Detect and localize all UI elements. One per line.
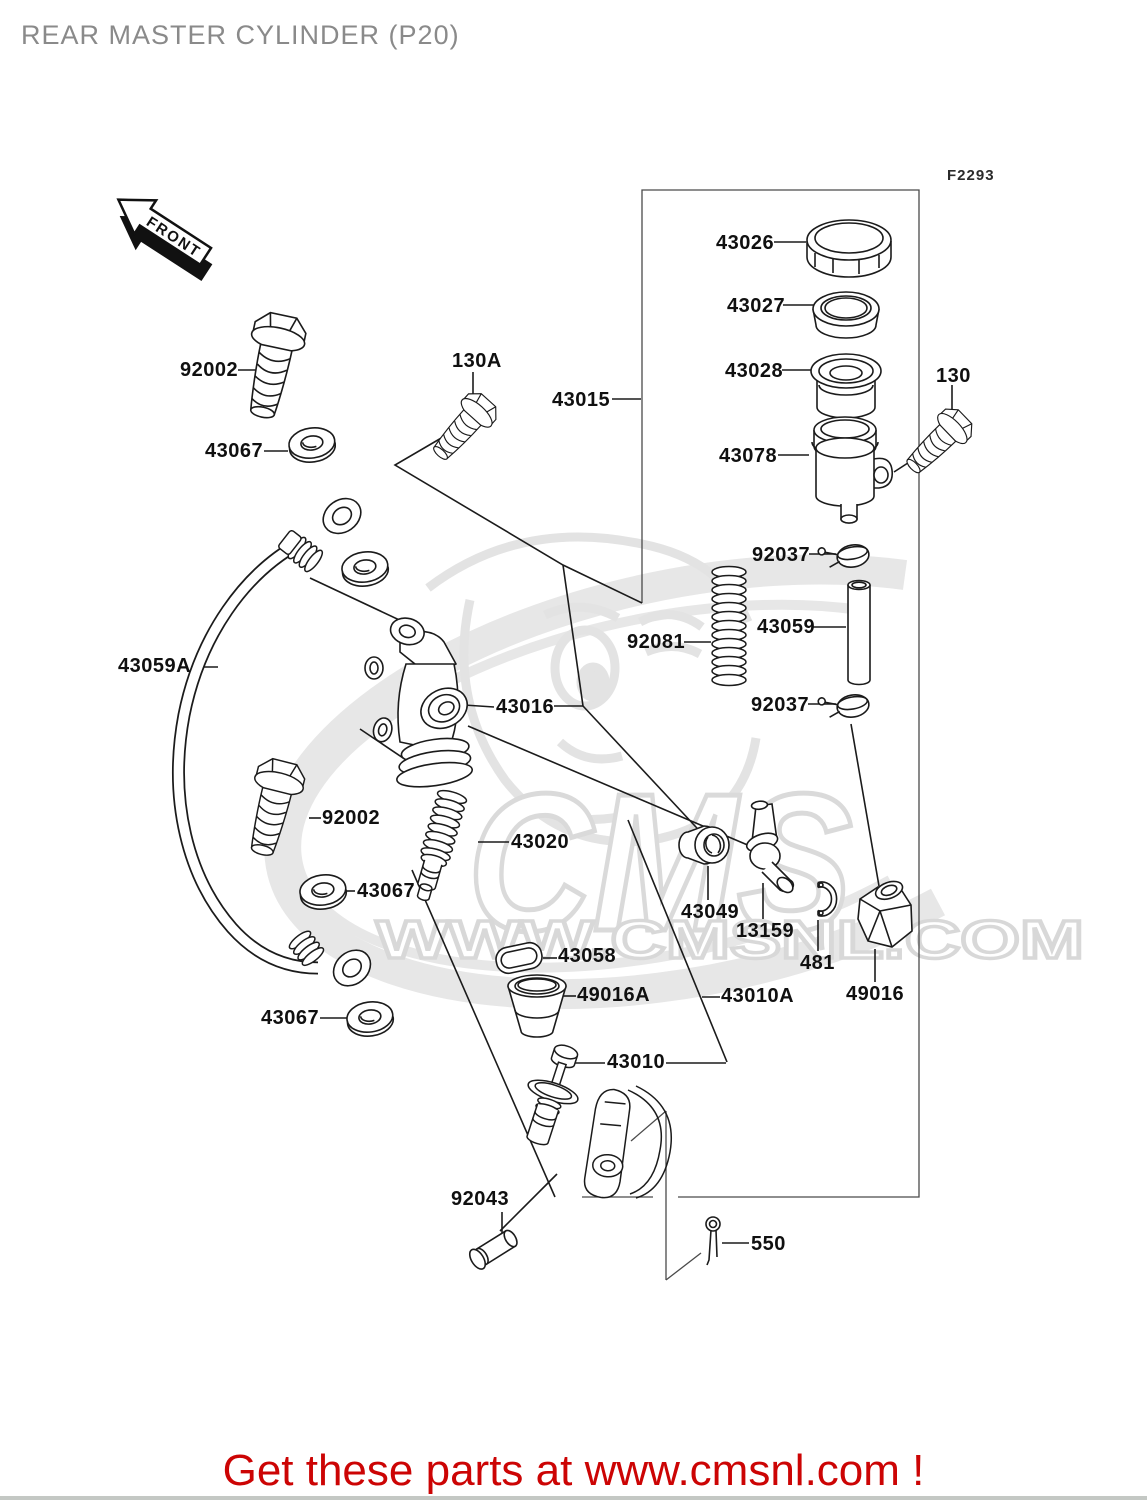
footer-promo-text: Get these parts at www.cmsnl.com !	[222, 1446, 925, 1495]
washer-43067-2	[339, 548, 392, 590]
figure-code: F2293	[947, 167, 995, 184]
part-label-92002: 92002	[180, 359, 239, 381]
part-label-43010: 43010	[607, 1051, 666, 1073]
brake-hose	[172, 497, 372, 987]
part-label-130: 130	[936, 365, 971, 387]
bottom-border	[0, 1496, 1147, 1500]
part-label-43059A: 43059A	[118, 655, 192, 677]
elbow-joint-13159	[745, 800, 795, 894]
gasket-43058	[495, 941, 543, 975]
assembly-group-box	[582, 189, 920, 1281]
part-label-130A: 130A	[452, 350, 502, 372]
watermark-url-text: WWW.CMSNL.COM	[376, 910, 1084, 970]
part-label-43016: 43016	[496, 696, 555, 718]
tube-43059	[847, 579, 871, 686]
bolt-130	[896, 401, 979, 484]
reservoir-43078	[811, 416, 894, 524]
pin-92043	[468, 1229, 518, 1270]
parts-artwork: FRONT	[116, 198, 979, 1270]
part-label-43027: 43027	[727, 295, 786, 317]
circlip-481	[817, 881, 838, 917]
part-label-43058: 43058	[558, 945, 617, 967]
spring-92081	[711, 565, 747, 687]
bolt-130a	[423, 386, 504, 470]
piston-spring-43020	[416, 789, 468, 902]
watermark-logo-text: CMS	[468, 753, 853, 972]
bolt-92002-lower	[236, 754, 310, 862]
part-label-92002: 92002	[322, 807, 381, 829]
part-label-43059: 43059	[757, 616, 816, 638]
part-label-92043: 92043	[451, 1188, 510, 1210]
watermark-swoosh-inner	[291, 599, 893, 973]
washer-43067-3	[297, 871, 350, 913]
washer-43067-4	[344, 998, 397, 1040]
part-label-43020: 43020	[511, 831, 570, 853]
part-label-43067: 43067	[357, 880, 416, 902]
cap-ring-43027	[812, 291, 880, 339]
part-label-43049: 43049	[681, 901, 740, 923]
master-cylinder-43016	[364, 617, 473, 788]
part-label-550: 550	[751, 1233, 786, 1255]
front-arrow: FRONT	[116, 198, 213, 282]
washer-43067-1	[286, 424, 339, 466]
part-label-43028: 43028	[725, 360, 784, 382]
part-label-481: 481	[800, 952, 835, 974]
part-label-43078: 43078	[719, 445, 778, 467]
grommet-43049	[678, 825, 730, 865]
part-label-43067: 43067	[261, 1007, 320, 1029]
bolt-92002-top	[234, 308, 311, 424]
part-label-92037: 92037	[751, 694, 810, 716]
part-label-43015: 43015	[552, 389, 611, 411]
cup-49016a	[507, 974, 567, 1038]
part-label-49016: 49016	[846, 983, 905, 1005]
clamp-92037-top	[816, 539, 872, 574]
page-title: REAR MASTER CYLINDER (P20)	[21, 20, 460, 50]
watermark-swoosh	[264, 554, 946, 1010]
boot-49016	[857, 880, 913, 948]
cotter-pin-550	[705, 1216, 721, 1266]
reservoir-cap-43026	[806, 219, 892, 278]
part-label-43067: 43067	[205, 440, 264, 462]
part-label-43026: 43026	[716, 232, 775, 254]
piston-assembly-43010	[526, 1044, 672, 1199]
part-label-49016A: 49016A	[577, 984, 651, 1006]
part-label-13159: 13159	[736, 920, 795, 942]
diaphragm-43028	[810, 353, 882, 419]
part-label-92037: 92037	[752, 544, 811, 566]
part-label-43010A: 43010A	[721, 985, 795, 1007]
clamp-92037-bottom	[816, 689, 872, 724]
part-label-92081: 92081	[627, 631, 686, 653]
